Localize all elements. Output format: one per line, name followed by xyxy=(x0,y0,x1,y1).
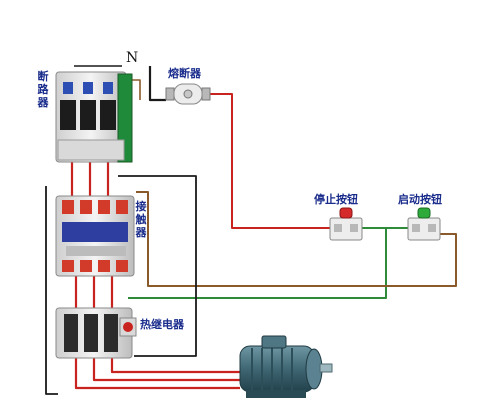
neutral-wire xyxy=(148,66,166,102)
stop-button-label: 停止按钮 xyxy=(314,193,358,206)
neutral-label: N xyxy=(126,50,139,66)
phase-l3-motor xyxy=(110,356,240,374)
start-to-coil-wire xyxy=(136,191,457,287)
thermal-relay-icon xyxy=(55,307,137,359)
stop-button-icon xyxy=(329,207,363,241)
breaker-label: 断路器 xyxy=(37,70,49,109)
contactor-icon xyxy=(55,195,135,277)
phase-l1-motor xyxy=(74,356,240,390)
start-button-icon xyxy=(407,207,441,241)
neutral-return-wire xyxy=(45,186,58,395)
circuit-breaker-icon xyxy=(55,71,133,163)
fuse-icon xyxy=(165,83,211,105)
green-feedback-wire xyxy=(128,228,387,299)
thermal-relay-label: 热继电器 xyxy=(140,318,184,331)
phase-l2-motor xyxy=(92,356,240,382)
fuse-label: 熔断器 xyxy=(168,67,201,80)
wires xyxy=(45,65,457,395)
start-button-label: 启动按钮 xyxy=(398,193,442,206)
motor-icon xyxy=(239,335,333,398)
fuse-to-stop-wire xyxy=(210,93,330,229)
contactor-label: 接触器 xyxy=(135,200,147,239)
control-loop-wire xyxy=(118,175,197,357)
